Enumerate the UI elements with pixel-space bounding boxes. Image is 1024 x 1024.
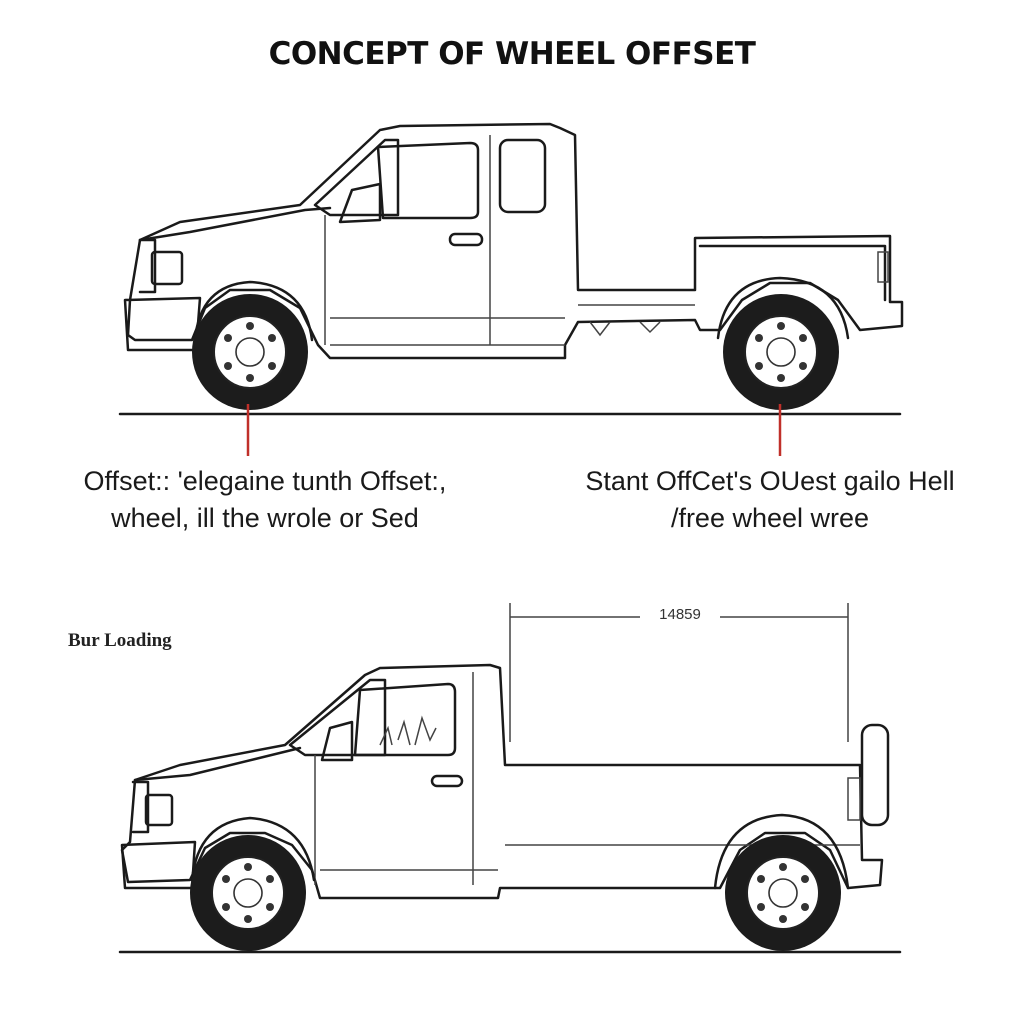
bottom-truck: [118, 603, 902, 954]
top-hood-line: [138, 206, 332, 242]
bottom-door-handle: [430, 774, 464, 788]
top-headlight: [150, 250, 184, 286]
top-bed-rail: [698, 244, 887, 302]
top-rear-wheel: [723, 294, 839, 410]
left-offset-caption: Offset:: 'elegaine tunth Offset:, wheel,…: [40, 463, 490, 537]
bed-dimension-lines: [509, 603, 849, 742]
top-tail-light: [877, 251, 889, 283]
left-caption-line-2: wheel, ill the wrole or Sed: [111, 503, 419, 533]
bottom-side-window: [353, 682, 457, 757]
top-mirror: [338, 182, 382, 224]
bottom-window-sketch: [379, 715, 437, 746]
bed-dimension-value: 14859: [640, 606, 720, 623]
bottom-rear-wheel: [725, 835, 841, 951]
top-front-wheel: [192, 294, 308, 410]
top-windshield: [313, 138, 400, 217]
bottom-truck-body-outline: [120, 663, 884, 900]
bottom-grille: [131, 780, 150, 834]
right-offset-caption: Stant OffCet's OUest gailo Hell /free wh…: [540, 463, 1000, 537]
top-front-bumper: [123, 296, 202, 352]
top-front-window: [376, 141, 480, 220]
bottom-rear-wheel-arch: [713, 813, 850, 890]
top-front-wheel-arch: [193, 280, 314, 342]
top-undercarriage: [589, 321, 661, 337]
bottom-tailgate-light: [860, 723, 890, 827]
top-door-handle: [448, 232, 484, 247]
bottom-tail-light: [847, 777, 861, 821]
bottom-front-wheel-arch: [190, 816, 316, 882]
top-truck: [118, 122, 904, 456]
right-caption-line-1: Stant OffCet's OUest gailo Hell: [585, 466, 955, 496]
diagram-title: CONCEPT OF WHEEL OFFSET: [268, 36, 756, 72]
top-grille: [138, 238, 157, 294]
bottom-headlight: [144, 793, 174, 827]
top-rear-window: [498, 138, 547, 214]
bottom-mirror: [320, 720, 354, 762]
top-rear-wheel-arch: [716, 276, 850, 340]
bottom-windshield: [288, 678, 387, 757]
left-caption-line-1: Offset:: 'elegaine tunth Offset:,: [83, 466, 447, 496]
bottom-front-wheel: [190, 835, 306, 951]
bed-loading-label: Bur Loading: [68, 630, 172, 651]
right-caption-line-2: /free wheel wree: [670, 503, 870, 533]
bottom-hood-line: [133, 746, 302, 782]
